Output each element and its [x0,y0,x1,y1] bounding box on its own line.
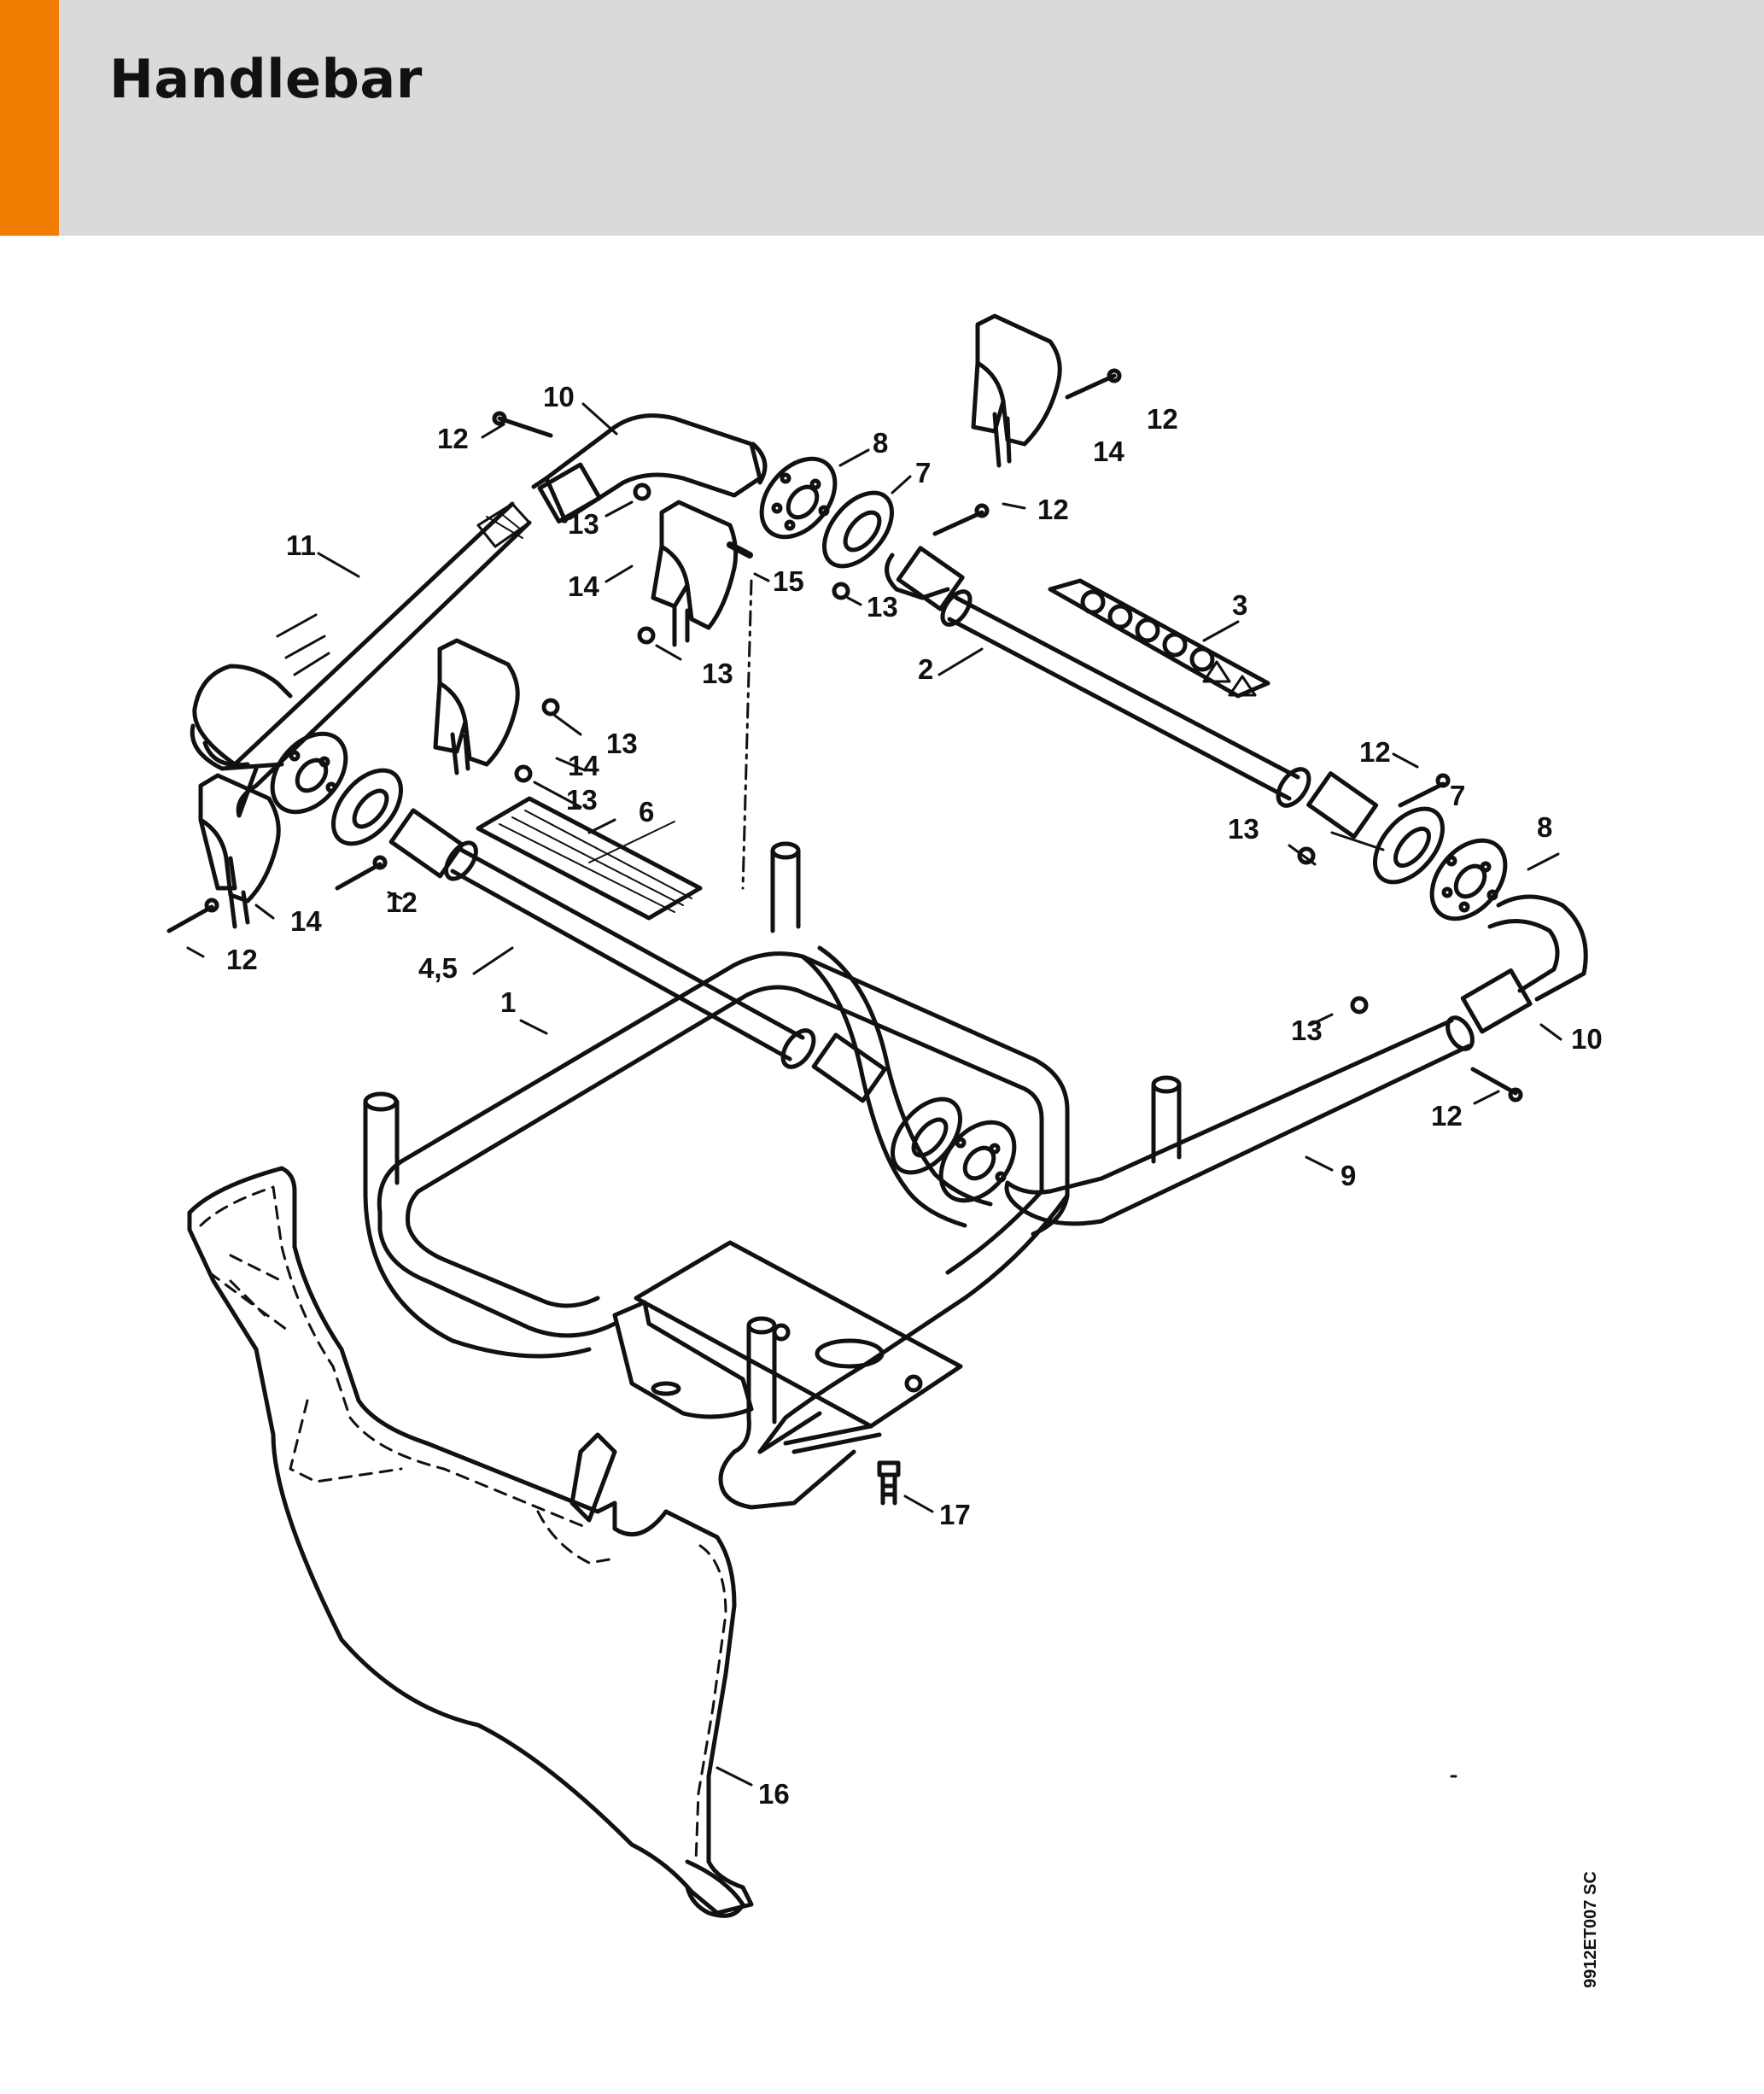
leader-lines [186,402,1562,1787]
callout-16: 16 [758,1778,790,1810]
callout-12: 12 [437,423,469,454]
callout-3: 3 [1232,589,1247,621]
clamp-14a [971,313,1062,468]
callout-13: 13 [568,508,599,540]
callout-8: 8 [873,427,888,459]
document-code: 9912ET007 SC [1581,1871,1600,1988]
callout-11: 11 [286,529,316,561]
callout-13: 13 [867,591,898,623]
screw-12e [335,855,388,891]
screw-12c [932,503,990,536]
cap-8d [270,731,348,815]
callout-4-5: 4,5 [418,952,458,984]
callout-12: 12 [1431,1100,1463,1132]
handle-tube-11 [190,501,532,818]
callout-13: 13 [566,784,598,816]
callout-13: 13 [702,658,733,689]
seal-7a [821,490,895,569]
frame-part [363,841,1182,1510]
screw-12f [166,898,219,933]
callout-2: 2 [918,653,933,685]
seal-7b [1372,806,1446,885]
exploded-parts-diagram: 10 12 8 7 11 13 14 15 13 13 12 14 12 3 2… [166,313,1603,1918]
callout-7: 7 [1450,780,1465,811]
callout-17: 17 [939,1499,971,1530]
callout-12: 12 [1359,736,1391,768]
cap-8c [938,1120,1017,1203]
callout-13: 13 [1228,813,1259,845]
callout-12: 12 [386,886,418,918]
grass-bag [187,1166,754,1918]
screw-12d [1398,773,1451,808]
base-plate [612,1240,963,1454]
callout-12: 12 [1037,494,1069,525]
orange-accent-bar [0,0,59,236]
tube-4-5 [388,808,887,1103]
callout-14: 14 [568,570,599,602]
callout-14: 14 [290,905,322,937]
tube-9 [1004,1015,1475,1226]
callout-labels: 10 12 8 7 11 13 14 15 13 13 12 14 12 3 2… [226,381,1603,1810]
nut-13 [514,483,1369,1015]
cap-8a [759,456,838,540]
callout-14: 14 [1093,436,1124,467]
screw-12b [1065,368,1122,400]
cap-8b [1429,838,1508,921]
screw-17 [877,1460,901,1506]
screw-12g [1470,1067,1523,1103]
callout-12: 12 [226,944,258,975]
callout-10: 10 [1571,1023,1603,1055]
seal-7d [330,768,404,846]
callout-12: 12 [1147,403,1178,435]
callout-6: 6 [639,796,654,828]
clamp-14c [433,638,520,775]
page-header: Handlebar [0,0,1764,236]
tube-2 [885,546,1379,839]
callout-1: 1 [500,986,516,1018]
screw-12a [492,411,553,438]
alignment-line [741,579,753,890]
callout-7: 7 [915,457,931,488]
callout-13: 13 [606,728,638,759]
bent-tube-10b [1460,894,1588,1034]
decal-6 [476,796,703,921]
callout-15: 15 [773,565,804,597]
bent-tube-10a [531,413,768,524]
callout-8: 8 [1537,811,1552,843]
pin-15 [727,541,753,559]
callout-9: 9 [1341,1160,1356,1191]
clamp-14b [651,500,739,647]
page-title: Handlebar [109,48,423,110]
warning-decal-3 [1048,578,1270,699]
callout-13: 13 [1291,1015,1323,1046]
callout-10: 10 [543,381,575,412]
clamp-14d [198,773,281,929]
callout-14: 14 [568,750,599,781]
